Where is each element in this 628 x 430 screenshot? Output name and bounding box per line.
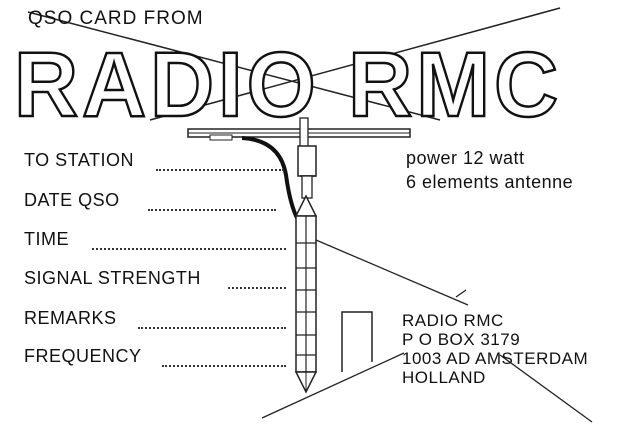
address-line-2: P O BOX 3179 xyxy=(402,330,521,349)
date-qso-line[interactable] xyxy=(148,209,276,211)
address-line-4: HOLLAND xyxy=(402,368,486,387)
address-line-1: RADIO RMC xyxy=(402,311,504,330)
signal-strength-line[interactable] xyxy=(228,287,286,289)
station-logo: RADIO RMC xyxy=(14,38,562,128)
station-logo-text: RADIO RMC xyxy=(14,38,562,128)
field-frequency: FREQUENCY xyxy=(24,346,142,366)
field-to-station: TO STATION xyxy=(24,150,135,170)
remarks-line[interactable] xyxy=(138,327,286,329)
frequency-line[interactable] xyxy=(162,365,286,367)
field-date-qso: DATE QSO xyxy=(24,190,120,210)
time-line[interactable] xyxy=(92,248,286,250)
power-spec: power 12 watt xyxy=(406,148,525,168)
to-station-line[interactable] xyxy=(156,169,284,171)
field-remarks: REMARKS xyxy=(24,308,117,328)
field-time: TIME xyxy=(24,229,69,249)
antenna-spec: 6 elements antenne xyxy=(406,172,574,192)
address-line-3: 1003 AD AMSTERDAM xyxy=(402,349,589,368)
field-signal-strength: SIGNAL STRENGTH xyxy=(24,268,201,288)
card-header: QSO CARD FROM xyxy=(28,8,204,29)
